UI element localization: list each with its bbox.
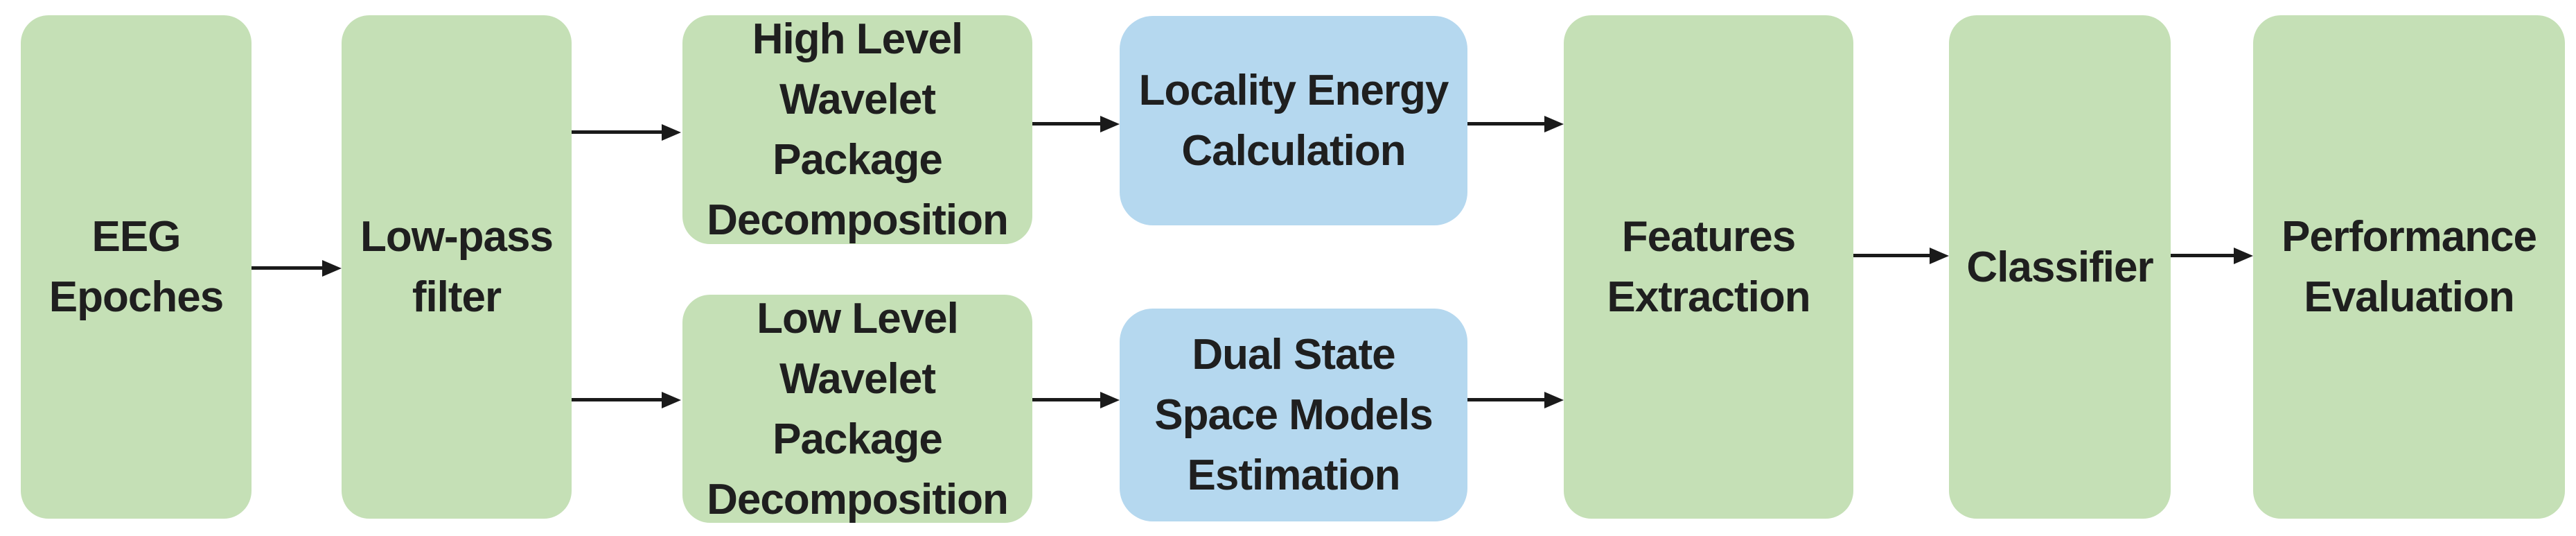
arrow-locality-to-features-icon: [1467, 122, 1544, 126]
node-high-level-wavelet-package-decomposition: High Level Wavelet Package Decomposition: [682, 15, 1032, 244]
node-low-pass-filter-label: Low-pass filter: [360, 213, 554, 321]
node-features-extraction: Features Extraction: [1564, 15, 1853, 519]
node-low-level-wavelet-package-decomposition: Low Level Wavelet Package Decomposition: [682, 295, 1032, 524]
node-locality-energy-calculation: Locality Energy Calculation: [1120, 16, 1467, 225]
node-features-extraction-label: Features Extraction: [1607, 213, 1810, 321]
node-low-level-wpd-label: Low Level Wavelet Package Decomposition: [707, 294, 1009, 524]
node-dual-state-space-models-estimation: Dual State Space Models Estimation: [1120, 309, 1467, 521]
arrow-classifier-to-perf-icon: [2171, 254, 2234, 257]
arrow-lowpass-to-lowwpd-icon: [572, 398, 662, 401]
arrow-lowwpd-to-dualstate-icon: [1032, 398, 1100, 401]
node-performance-evaluation-label: Performance Evaluation: [2281, 213, 2537, 321]
node-classifier-label: Classifier: [1966, 243, 2153, 291]
node-high-level-wpd-label: High Level Wavelet Package Decomposition: [707, 15, 1009, 244]
arrow-features-to-classifier-icon: [1853, 254, 1930, 257]
node-low-pass-filter: Low-pass filter: [342, 15, 572, 519]
node-locality-energy-label: Locality Energy Calculation: [1138, 67, 1449, 175]
arrow-dualstate-to-features-icon: [1467, 398, 1544, 401]
node-dual-state-label: Dual State Space Models Estimation: [1154, 331, 1433, 499]
node-classifier: Classifier: [1949, 15, 2171, 519]
node-eeg-epoches: EEG Epoches: [21, 15, 252, 519]
arrow-highwpd-to-locality-icon: [1032, 122, 1100, 126]
node-eeg-epoches-label: EEG Epoches: [48, 213, 224, 321]
arrow-lowpass-to-highwpd-icon: [572, 130, 662, 134]
node-performance-evaluation: Performance Evaluation: [2253, 15, 2565, 519]
arrow-eeg-to-lowpass-icon: [252, 266, 322, 270]
